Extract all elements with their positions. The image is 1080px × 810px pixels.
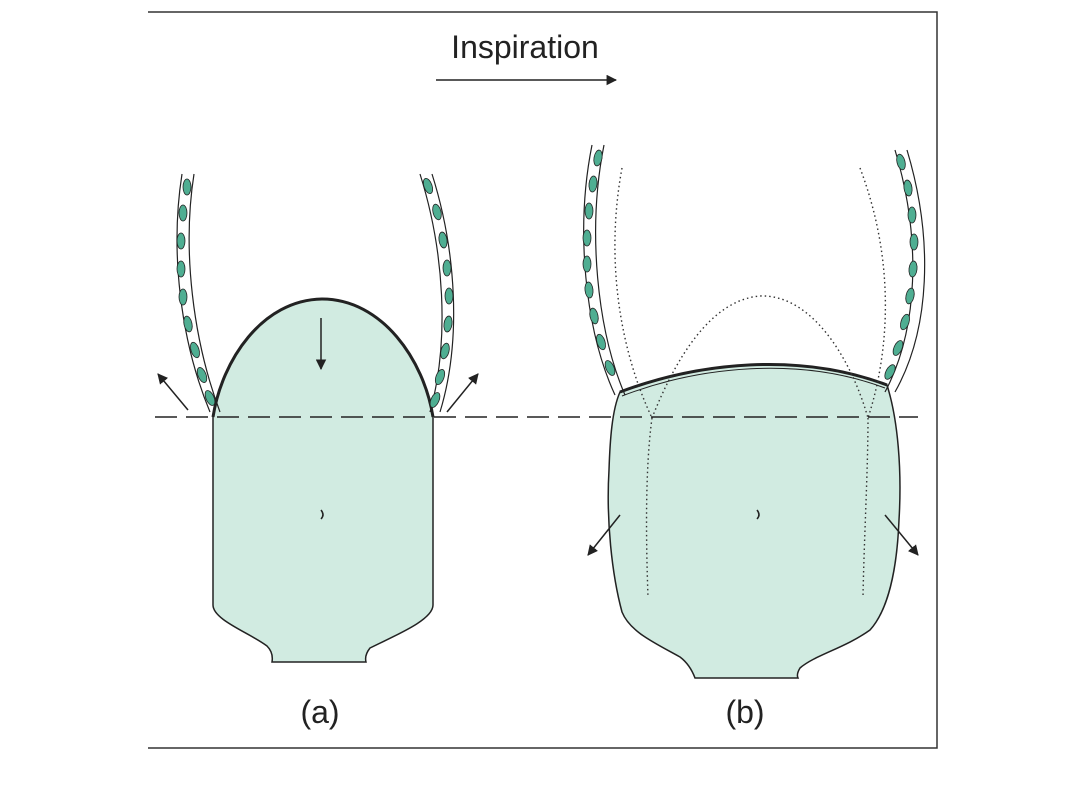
rib-cells-right-a	[422, 177, 454, 408]
center-mark-a	[320, 509, 324, 520]
rib-cells-left-b	[582, 149, 616, 376]
thorax-outward-arrow-left-b	[587, 514, 621, 556]
previous-position-outline	[614, 167, 887, 598]
rib-outward-arrow-left-a	[157, 373, 189, 411]
thorax-outward-arrow-right-b	[884, 514, 919, 556]
diaphragm-dome-a	[211, 297, 435, 418]
center-mark-b	[756, 509, 760, 520]
rib-outward-arrow-right-a	[446, 373, 479, 413]
panel-label-a: (a)	[300, 694, 339, 730]
diaphragm-body-b	[607, 363, 901, 679]
rib-cells-right-b	[884, 153, 919, 380]
diaphragm-dome-b	[619, 363, 888, 394]
panel-b: (b)	[582, 144, 926, 730]
title-inspiration: Inspiration	[451, 29, 599, 65]
rib-cells-left-a	[176, 178, 216, 406]
diaphragm-body-a	[212, 298, 434, 663]
figure-frame	[148, 11, 938, 749]
panel-label-b: (b)	[725, 694, 764, 730]
panel-a: (a)	[157, 173, 479, 730]
